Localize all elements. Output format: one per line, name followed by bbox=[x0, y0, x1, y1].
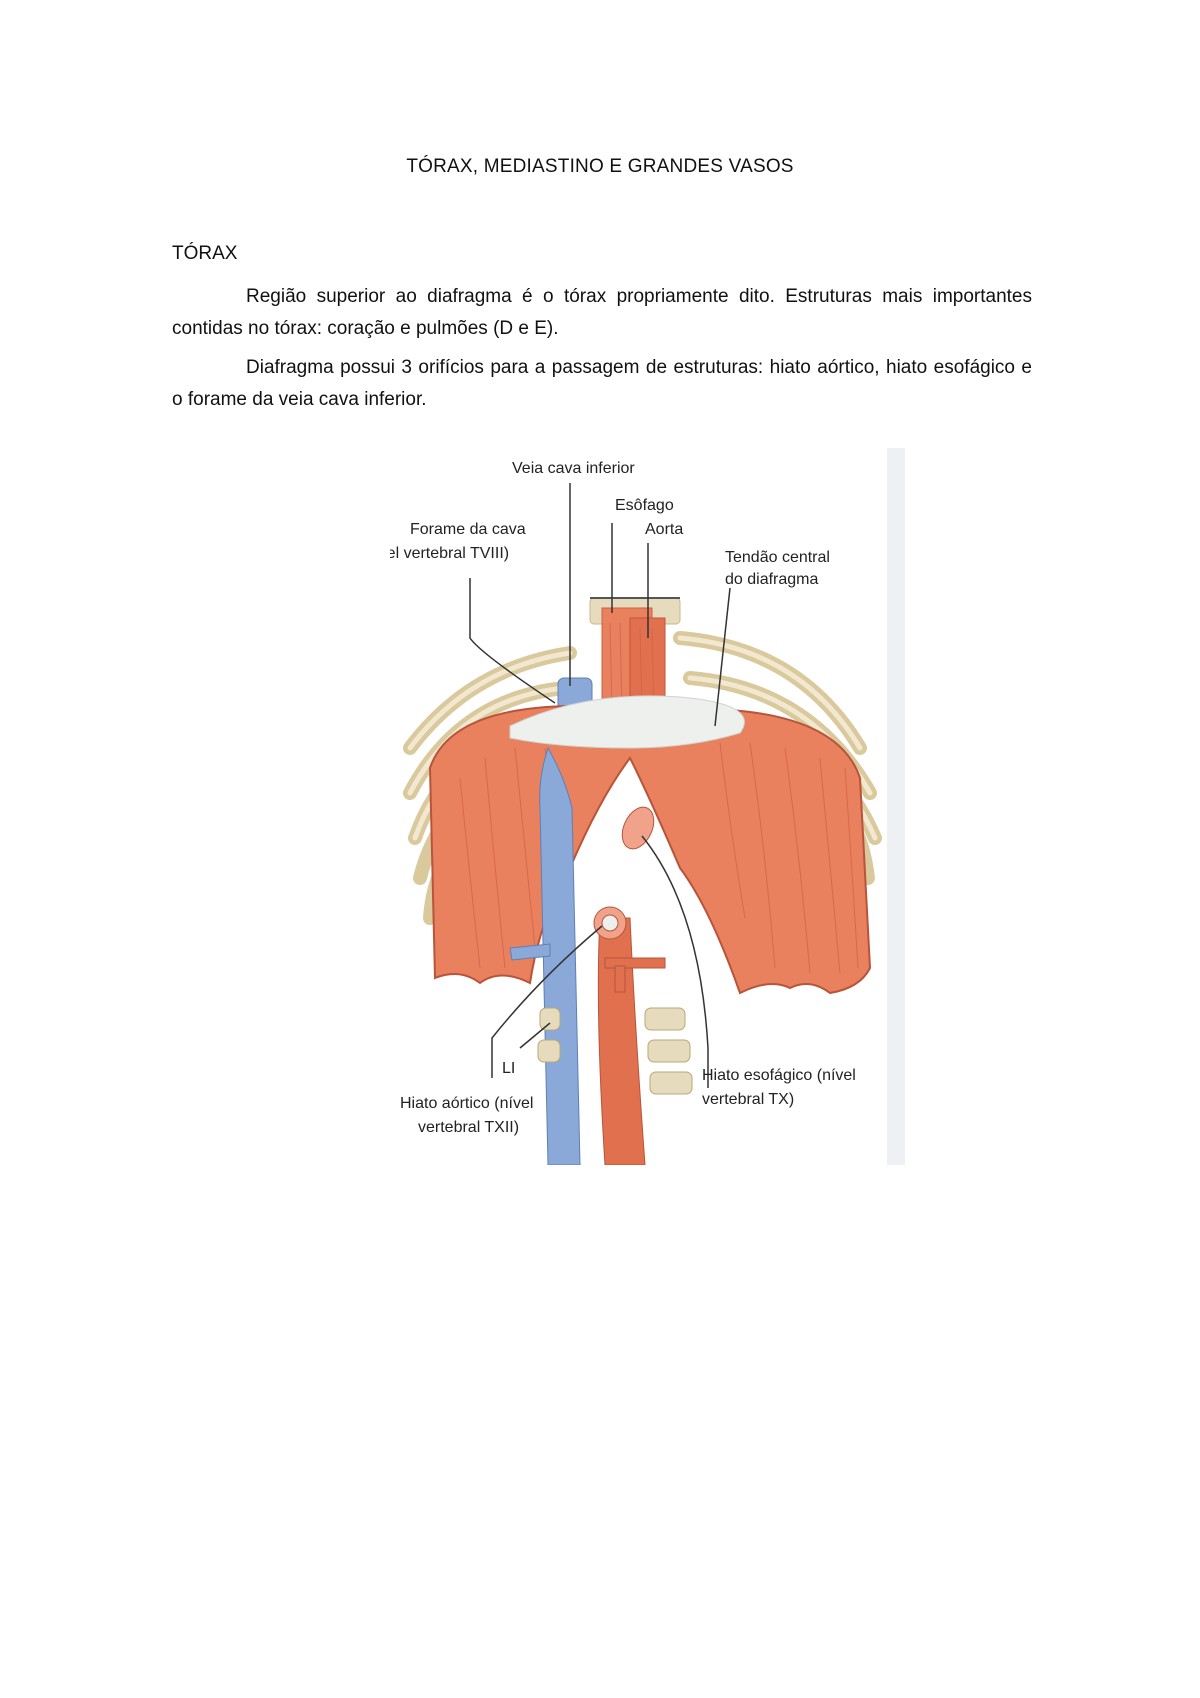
central-tendon bbox=[509, 695, 745, 749]
diaphragm-illustration: Veia cava inferior Esôfago Aorta Forame … bbox=[390, 448, 905, 1165]
label-tendao-2: do diafragma bbox=[725, 571, 818, 588]
diaphragm-drawing: Veia cava inferior Esôfago Aorta Forame … bbox=[390, 448, 905, 1165]
label-forame-cava-2: (nível vertebral TVIII) bbox=[390, 545, 509, 562]
label-l1: LI bbox=[502, 1060, 515, 1077]
esophageal-hiatus bbox=[621, 806, 655, 850]
scan-edge bbox=[887, 448, 905, 1165]
page-title: TÓRAX, MEDIASTINO E GRANDES VASOS bbox=[406, 156, 794, 177]
label-hiato-aortico-1: Hiato aórtico (nível bbox=[400, 1095, 533, 1112]
label-aorta: Aorta bbox=[645, 521, 683, 538]
label-hiato-esofagico-2: vertebral TX) bbox=[702, 1091, 794, 1108]
leader-lines bbox=[469, 483, 731, 1088]
label-hiato-aortico-2: vertebral TXII) bbox=[418, 1119, 519, 1136]
label-forame-cava-1: Forame da cava bbox=[410, 521, 526, 538]
aorta-lower bbox=[597, 917, 646, 1165]
paragraph-2: Diafragma possui 3 orifícios para a pass… bbox=[172, 357, 1032, 410]
lumbar-vertebrae bbox=[537, 1007, 693, 1095]
renal-vein-left bbox=[509, 943, 551, 961]
section-heading: TÓRAX bbox=[172, 243, 238, 264]
label-tendao-1: Tendão central bbox=[725, 549, 830, 566]
aortic-branches bbox=[604, 957, 666, 969]
label-hiato-esofagico-1: Hiato esofágico (nível bbox=[702, 1067, 856, 1084]
paragraph-1: Região superior ao diafragma é o tórax p… bbox=[172, 286, 1032, 339]
label-veia-cava-inferior: Veia cava inferior bbox=[512, 460, 635, 477]
label-esofago: Esôfago bbox=[615, 497, 674, 514]
